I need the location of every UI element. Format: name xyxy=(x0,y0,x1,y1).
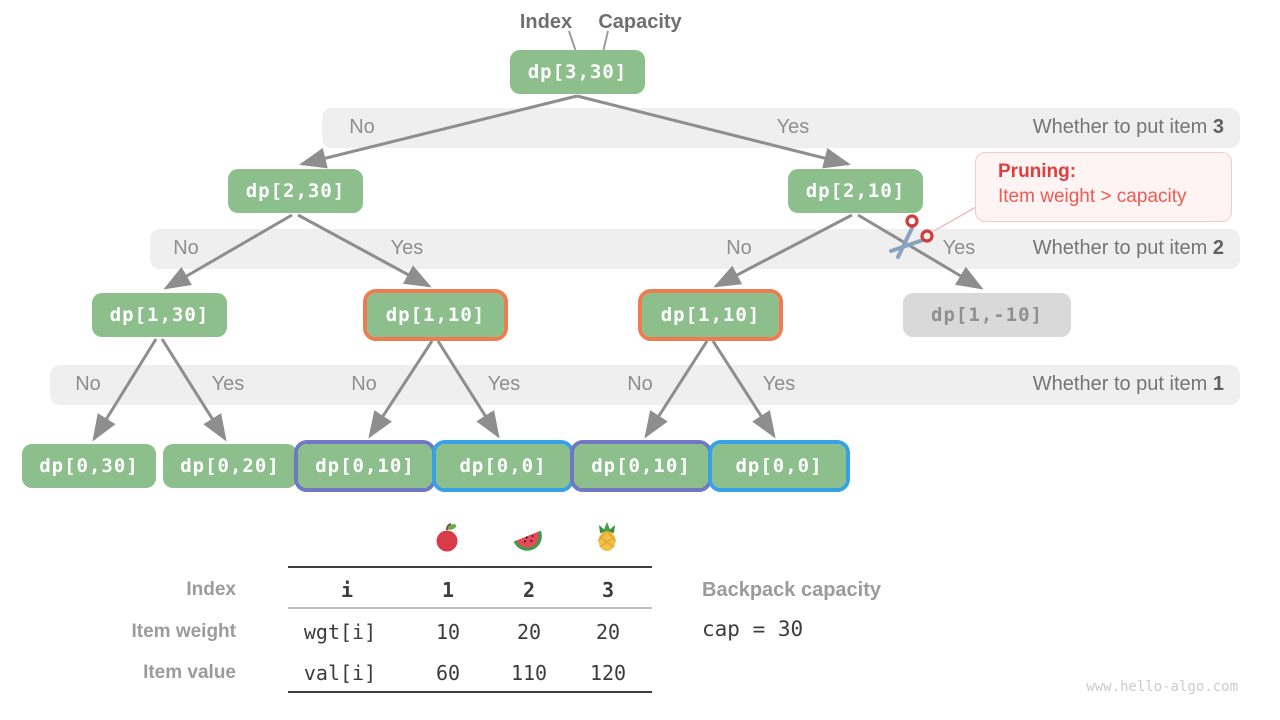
pruning-text: Item weight > capacity xyxy=(998,186,1187,207)
table-top-rule xyxy=(288,566,652,568)
dp-node-1-10-pruned-right: dp[1,10] xyxy=(638,289,783,341)
dp-node-2-10: dp[2,10] xyxy=(788,169,923,213)
table-header-2: 2 xyxy=(522,578,536,602)
dp-node-0-0-right: dp[0,0] xyxy=(708,440,850,492)
dp-node-0-10-right: dp[0,10] xyxy=(570,440,712,492)
watermelon-icon xyxy=(513,530,542,551)
table-bottom-rule xyxy=(288,691,652,693)
dp-node-1-30: dp[1,30] xyxy=(92,293,227,337)
dp-node-0-10-left: dp[0,10] xyxy=(294,440,436,492)
branch-label-no: No xyxy=(349,116,375,138)
decision-band-item3 xyxy=(322,108,1240,148)
branch-label-yes: Yes xyxy=(776,116,810,138)
dp-node-root: dp[3,30] xyxy=(510,50,645,94)
dp-node-1-10-pruned-left: dp[1,10] xyxy=(363,289,508,341)
dp-node-2-30: dp[2,30] xyxy=(228,169,363,213)
row-label-weight: Item weight xyxy=(131,621,236,642)
branch-label-yes: Yes xyxy=(762,373,796,395)
branch-label-yes: Yes xyxy=(390,237,424,259)
pruning-callout: Pruning: Item weight > capacity xyxy=(975,152,1232,222)
capacity-axis-label: Capacity xyxy=(598,11,682,33)
branch-label-yes: Yes xyxy=(942,237,976,259)
branch-label-no: No xyxy=(351,373,377,395)
branch-label-no: No xyxy=(173,237,199,259)
weight-1: 10 xyxy=(435,620,461,644)
backpack-capacity-label: Backpack capacity xyxy=(702,579,882,601)
dp-node-0-20: dp[0,20] xyxy=(163,444,297,488)
table-mid-rule xyxy=(288,607,652,609)
table-header-1: 1 xyxy=(441,578,455,602)
branch-label-yes: Yes xyxy=(487,373,521,395)
watermark: www.hello-algo.com xyxy=(1086,679,1238,695)
scissors-icon xyxy=(889,214,934,259)
label-pointer-lines xyxy=(568,30,609,53)
value-2: 110 xyxy=(510,661,548,685)
value-1: 60 xyxy=(435,661,461,685)
row-label-value: Item value xyxy=(143,662,236,683)
weight-array-name: wgt[i] xyxy=(303,620,377,644)
value-3: 120 xyxy=(589,661,627,685)
dp-node-0-0-left: dp[0,0] xyxy=(432,440,574,492)
branch-label-no: No xyxy=(627,373,653,395)
pruning-title: Pruning: xyxy=(998,161,1077,182)
branch-label-yes: Yes xyxy=(211,373,245,395)
branch-label-no: No xyxy=(75,373,101,395)
branch-label-no: No xyxy=(726,237,752,259)
weight-3: 20 xyxy=(595,620,621,644)
dp-node-0-30: dp[0,30] xyxy=(22,444,156,488)
band-question-item3: Whether to put item 3 xyxy=(1032,116,1224,138)
backpack-capacity-value: cap = 30 xyxy=(702,617,804,641)
row-label-index: Index xyxy=(186,579,236,600)
table-header-i: i xyxy=(340,578,354,602)
weight-2: 20 xyxy=(516,620,542,644)
index-axis-label: Index xyxy=(519,11,573,33)
dp-node-1-neg10-invalid: dp[1,-10] xyxy=(903,293,1071,337)
callout-connector-line xyxy=(933,206,977,232)
apple-icon xyxy=(436,523,458,552)
decision-band-item2 xyxy=(150,229,1240,269)
value-array-name: val[i] xyxy=(303,661,377,685)
pineapple-icon xyxy=(597,522,617,551)
band-question-item2: Whether to put item 2 xyxy=(1032,237,1224,259)
decision-band-item1 xyxy=(50,365,1240,405)
table-header-3: 3 xyxy=(601,578,615,602)
band-question-item1: Whether to put item 1 xyxy=(1032,373,1224,395)
